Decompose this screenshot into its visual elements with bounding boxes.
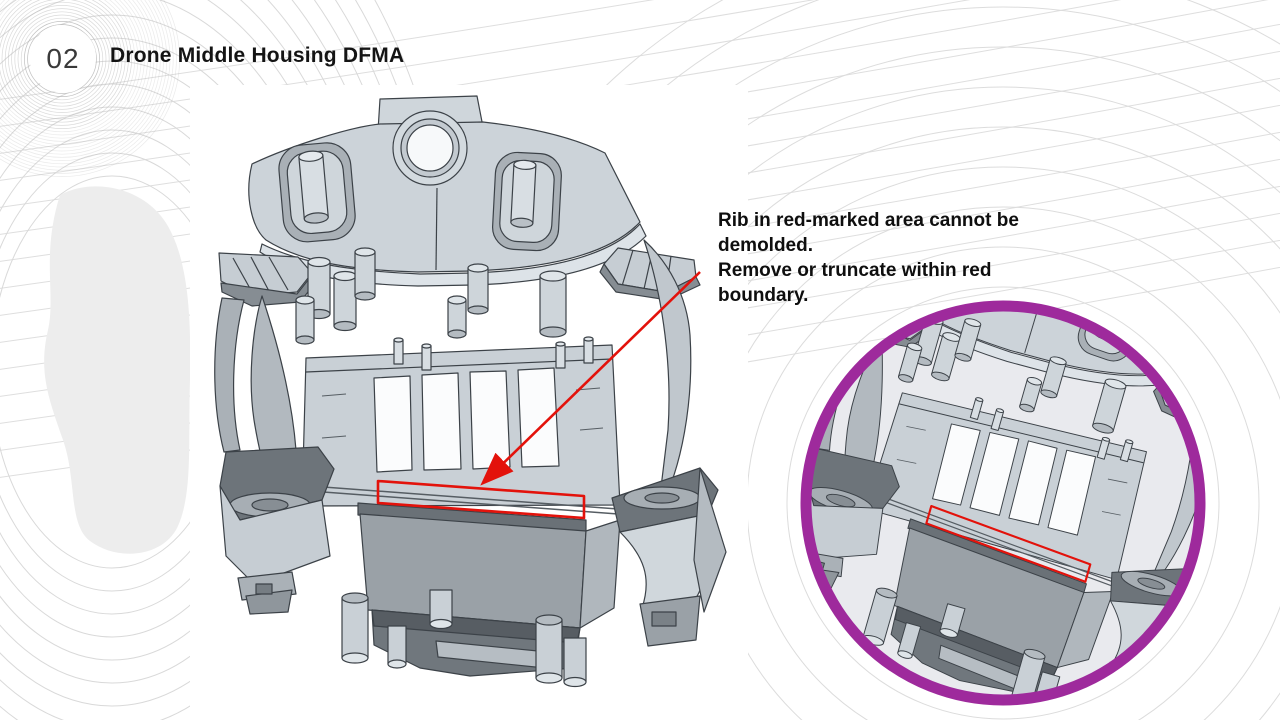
cad-model [214,95,727,688]
red-boundary-marker [376,479,586,520]
rib-plate [301,344,621,515]
side-flange-left [219,446,335,615]
annotation-arrow [480,271,701,486]
camera-hole [406,124,454,172]
detail-inset [800,300,1206,706]
boss-cylinders [295,247,567,345]
bottom-assembly [341,589,587,688]
annotation-line-2: Remove or truncate within red boundary. [718,260,992,306]
undercut-rib [309,485,619,515]
rib-windows [373,367,560,473]
lower-panel [359,513,587,629]
section-badge: 02 [30,25,96,93]
inset-ring [800,300,1206,706]
mounting-slot-right [492,151,562,252]
mounting-slot-left [278,142,356,243]
annotation-text: Rib in red-marked area cannot be demolde… [718,208,1056,308]
badge-number: 02 [46,43,80,74]
annotation-line-1: Rib in red-marked area cannot be demolde… [718,210,1019,256]
flange-side-left [214,297,245,453]
page-title: Drone Middle Housing DFMA [110,44,405,67]
side-flange-right [611,467,727,647]
topo-blob [44,186,191,554]
alignment-pins [393,336,594,371]
lower-panel-side [579,519,621,629]
side-bracket-left [218,252,317,307]
